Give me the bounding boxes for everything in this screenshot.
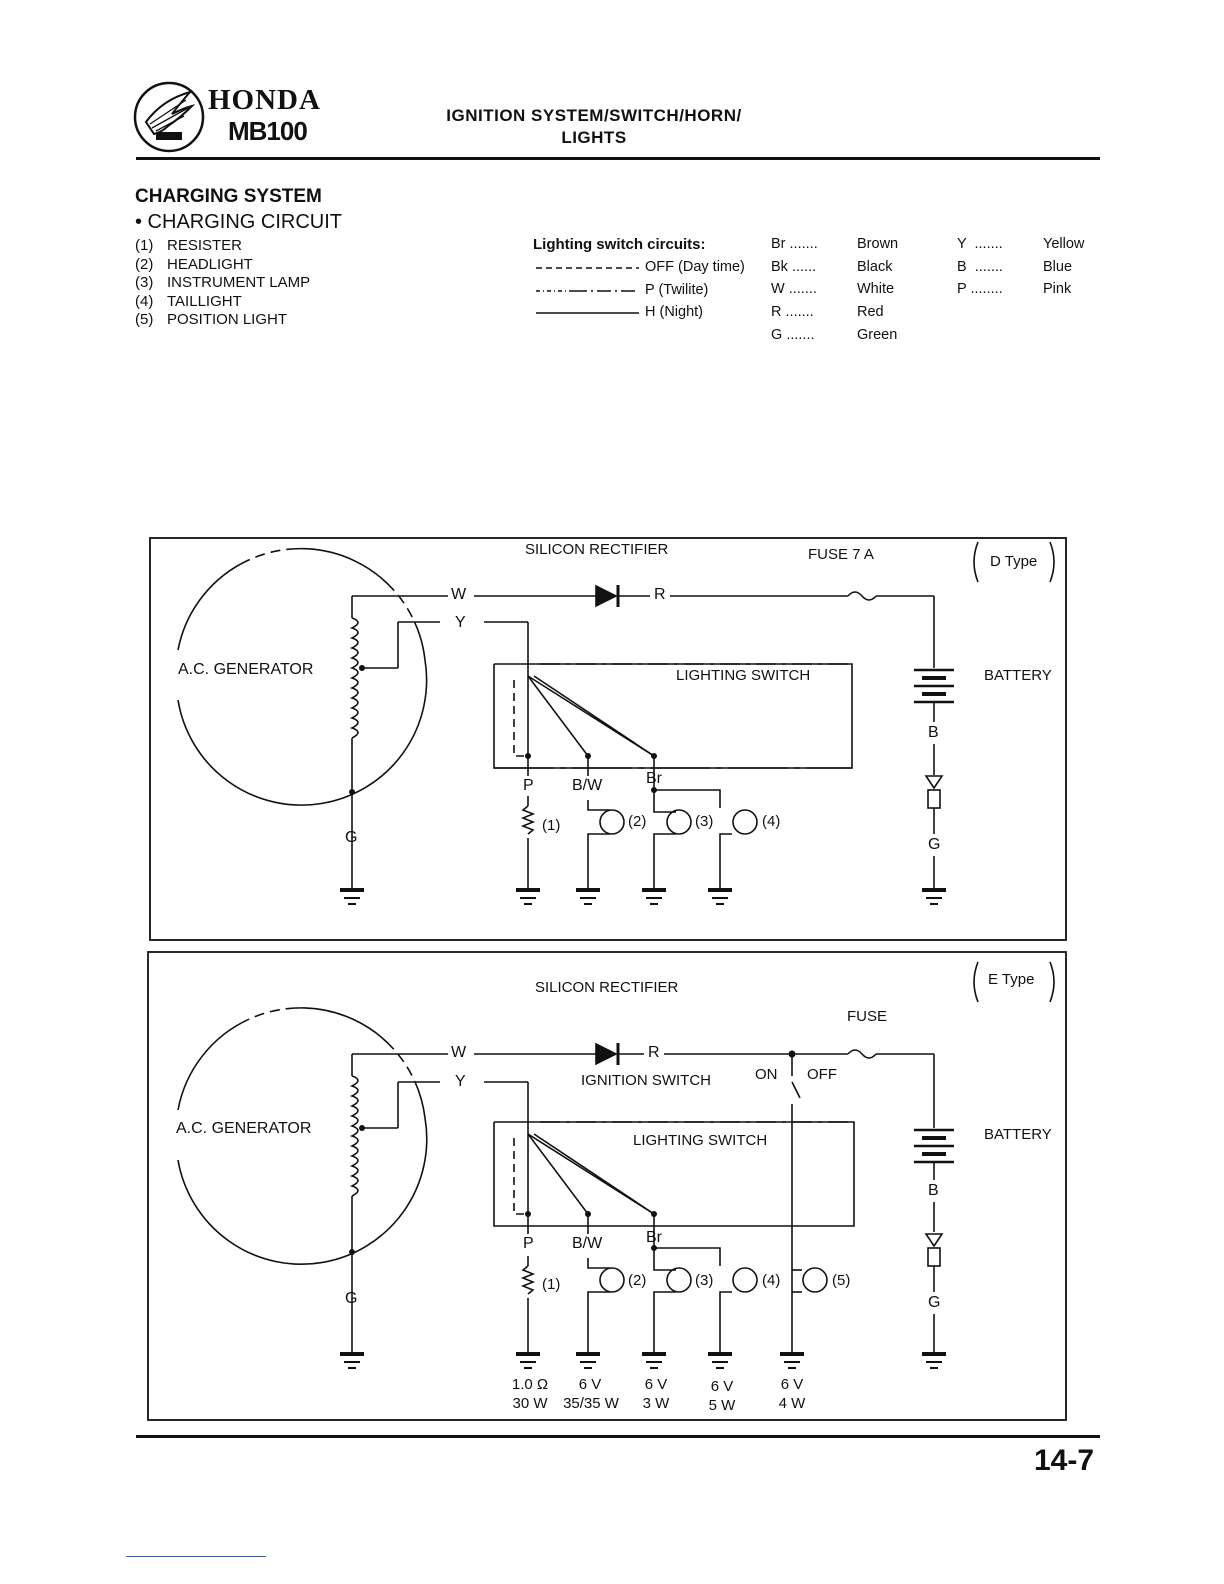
ignition-off-label: OFF xyxy=(807,1066,837,1083)
header-rule xyxy=(136,157,1100,160)
fuse-label-d: FUSE 7 A xyxy=(808,546,874,563)
wire-g-e: G xyxy=(345,1290,358,1307)
rating-bottom: 4 W xyxy=(778,1395,806,1412)
section-title: CHARGING SYSTEM xyxy=(135,186,322,207)
rating-bottom: 3 W xyxy=(642,1395,670,1412)
wire-br-e: Br xyxy=(646,1229,662,1246)
wire-y-e: Y xyxy=(455,1073,466,1090)
wire-w-e: W xyxy=(451,1044,467,1061)
wire-br-d: Br xyxy=(646,770,662,787)
lamp-label: (3) xyxy=(695,813,714,830)
type-label-d: D Type xyxy=(990,553,1038,570)
wire-r-d: R xyxy=(654,586,666,603)
rectifier-label-e: SILICON RECTIFIER xyxy=(535,979,679,996)
wire-g-d: G xyxy=(345,829,358,846)
color-code: Bk ...... xyxy=(771,259,817,275)
wire-bw-d: B/W xyxy=(572,777,603,795)
battery-label-d: BATTERY xyxy=(984,667,1052,684)
lamp-label: (4) xyxy=(762,1272,781,1289)
legend-night: H (Night) xyxy=(645,304,704,320)
lighting-legend-lines xyxy=(536,267,639,314)
generator-label-e: A.C. GENERATOR xyxy=(176,1120,312,1137)
battery-label-e: BATTERY xyxy=(984,1126,1052,1143)
list-item: (1)RESISTER xyxy=(135,237,243,254)
color-name: Red xyxy=(857,304,884,320)
wire-g2-e: G xyxy=(928,1294,941,1311)
list-item: (5)POSITION LIGHT xyxy=(135,311,288,328)
color-name: Black xyxy=(857,259,893,275)
color-name: Green xyxy=(857,327,898,343)
wire-w-d: W xyxy=(451,586,467,603)
lamp-label: (3) xyxy=(695,1272,714,1289)
rating-top: 6 V xyxy=(710,1378,734,1395)
page-title-line1: IGNITION SYSTEM/SWITCH/HORN/ xyxy=(446,106,742,125)
lamp-label: (4) xyxy=(762,813,781,830)
wire-b-e: B xyxy=(928,1182,939,1199)
color-name: White xyxy=(857,281,895,297)
honda-wing-logo xyxy=(133,81,205,153)
list-item: (3)INSTRUMENT LAMP xyxy=(135,274,311,291)
rectifier-label-d: SILICON RECTIFIER xyxy=(525,541,669,558)
parts-list: (1)RESISTER (2)HEADLIGHT (3)INSTRUMENT L… xyxy=(135,237,310,330)
type-label-e: E Type xyxy=(988,971,1035,988)
lamp-label: (2) xyxy=(628,1272,647,1289)
wire-p-d: P xyxy=(523,777,534,795)
color-code: B ....... xyxy=(957,259,1003,275)
fuse-label-e: FUSE xyxy=(847,1008,888,1025)
color-name: Blue xyxy=(1043,259,1073,275)
generator-label-d: A.C. GENERATOR xyxy=(178,661,314,678)
color-code: R ....... xyxy=(771,304,814,320)
footer-rule xyxy=(136,1435,1100,1438)
wire-bw-e: B/W xyxy=(572,1235,603,1253)
rating-bottom: 5 W xyxy=(708,1397,736,1414)
lighting-switch-label-d: LIGHTING SWITCH xyxy=(676,667,811,684)
color-code: Y ....... xyxy=(957,236,1003,252)
rating-bottom: 30 W xyxy=(512,1395,548,1412)
ignition-on-label: ON xyxy=(755,1066,778,1083)
color-name: Brown xyxy=(857,236,899,252)
rating-top: 1.0 Ω xyxy=(511,1376,549,1393)
color-name: Pink xyxy=(1043,281,1072,297)
lamp-label: (1) xyxy=(542,817,561,834)
lighting-legend-title: Lighting switch circuits: xyxy=(533,236,706,253)
lamp-label: (2) xyxy=(628,813,647,830)
ignition-switch-label: IGNITION SWITCH xyxy=(581,1072,711,1089)
wire-r-e: R xyxy=(648,1044,660,1061)
page-number: 14-7 xyxy=(1034,1444,1095,1477)
footer-link-line xyxy=(126,1556,266,1557)
list-item: (4)TAILLIGHT xyxy=(135,292,242,310)
page-title-line2: LIGHTS xyxy=(561,128,627,147)
rating-top: 6 V xyxy=(578,1376,602,1393)
brand-name: HONDA xyxy=(208,84,321,116)
lighting-switch-label-e: LIGHTING SWITCH xyxy=(633,1132,768,1149)
rating-top: 6 V xyxy=(780,1376,804,1393)
wire-y-d: Y xyxy=(455,614,466,631)
wire-b-d: B xyxy=(928,724,939,741)
model-name: MB100 xyxy=(228,116,308,146)
section-subtitle: • CHARGING CIRCUIT xyxy=(135,211,343,233)
wire-p-e: P xyxy=(523,1235,534,1253)
wire-g2-d: G xyxy=(928,836,941,853)
list-item: (2)HEADLIGHT xyxy=(135,255,253,273)
color-code: G ....... xyxy=(771,327,815,343)
color-code: P ........ xyxy=(957,281,1003,297)
legend-off: OFF (Day time) xyxy=(645,259,745,275)
lamp-label: (5) xyxy=(832,1272,851,1289)
legend-twilite: P (Twilite) xyxy=(645,282,709,298)
rating-top: 6 V xyxy=(644,1376,668,1393)
color-name: Yellow xyxy=(1043,236,1085,252)
color-code: W ....... xyxy=(771,281,817,297)
rating-bottom: 35/35 W xyxy=(563,1395,619,1412)
lamp-label: (1) xyxy=(542,1276,561,1293)
color-code: Br ....... xyxy=(771,236,818,252)
